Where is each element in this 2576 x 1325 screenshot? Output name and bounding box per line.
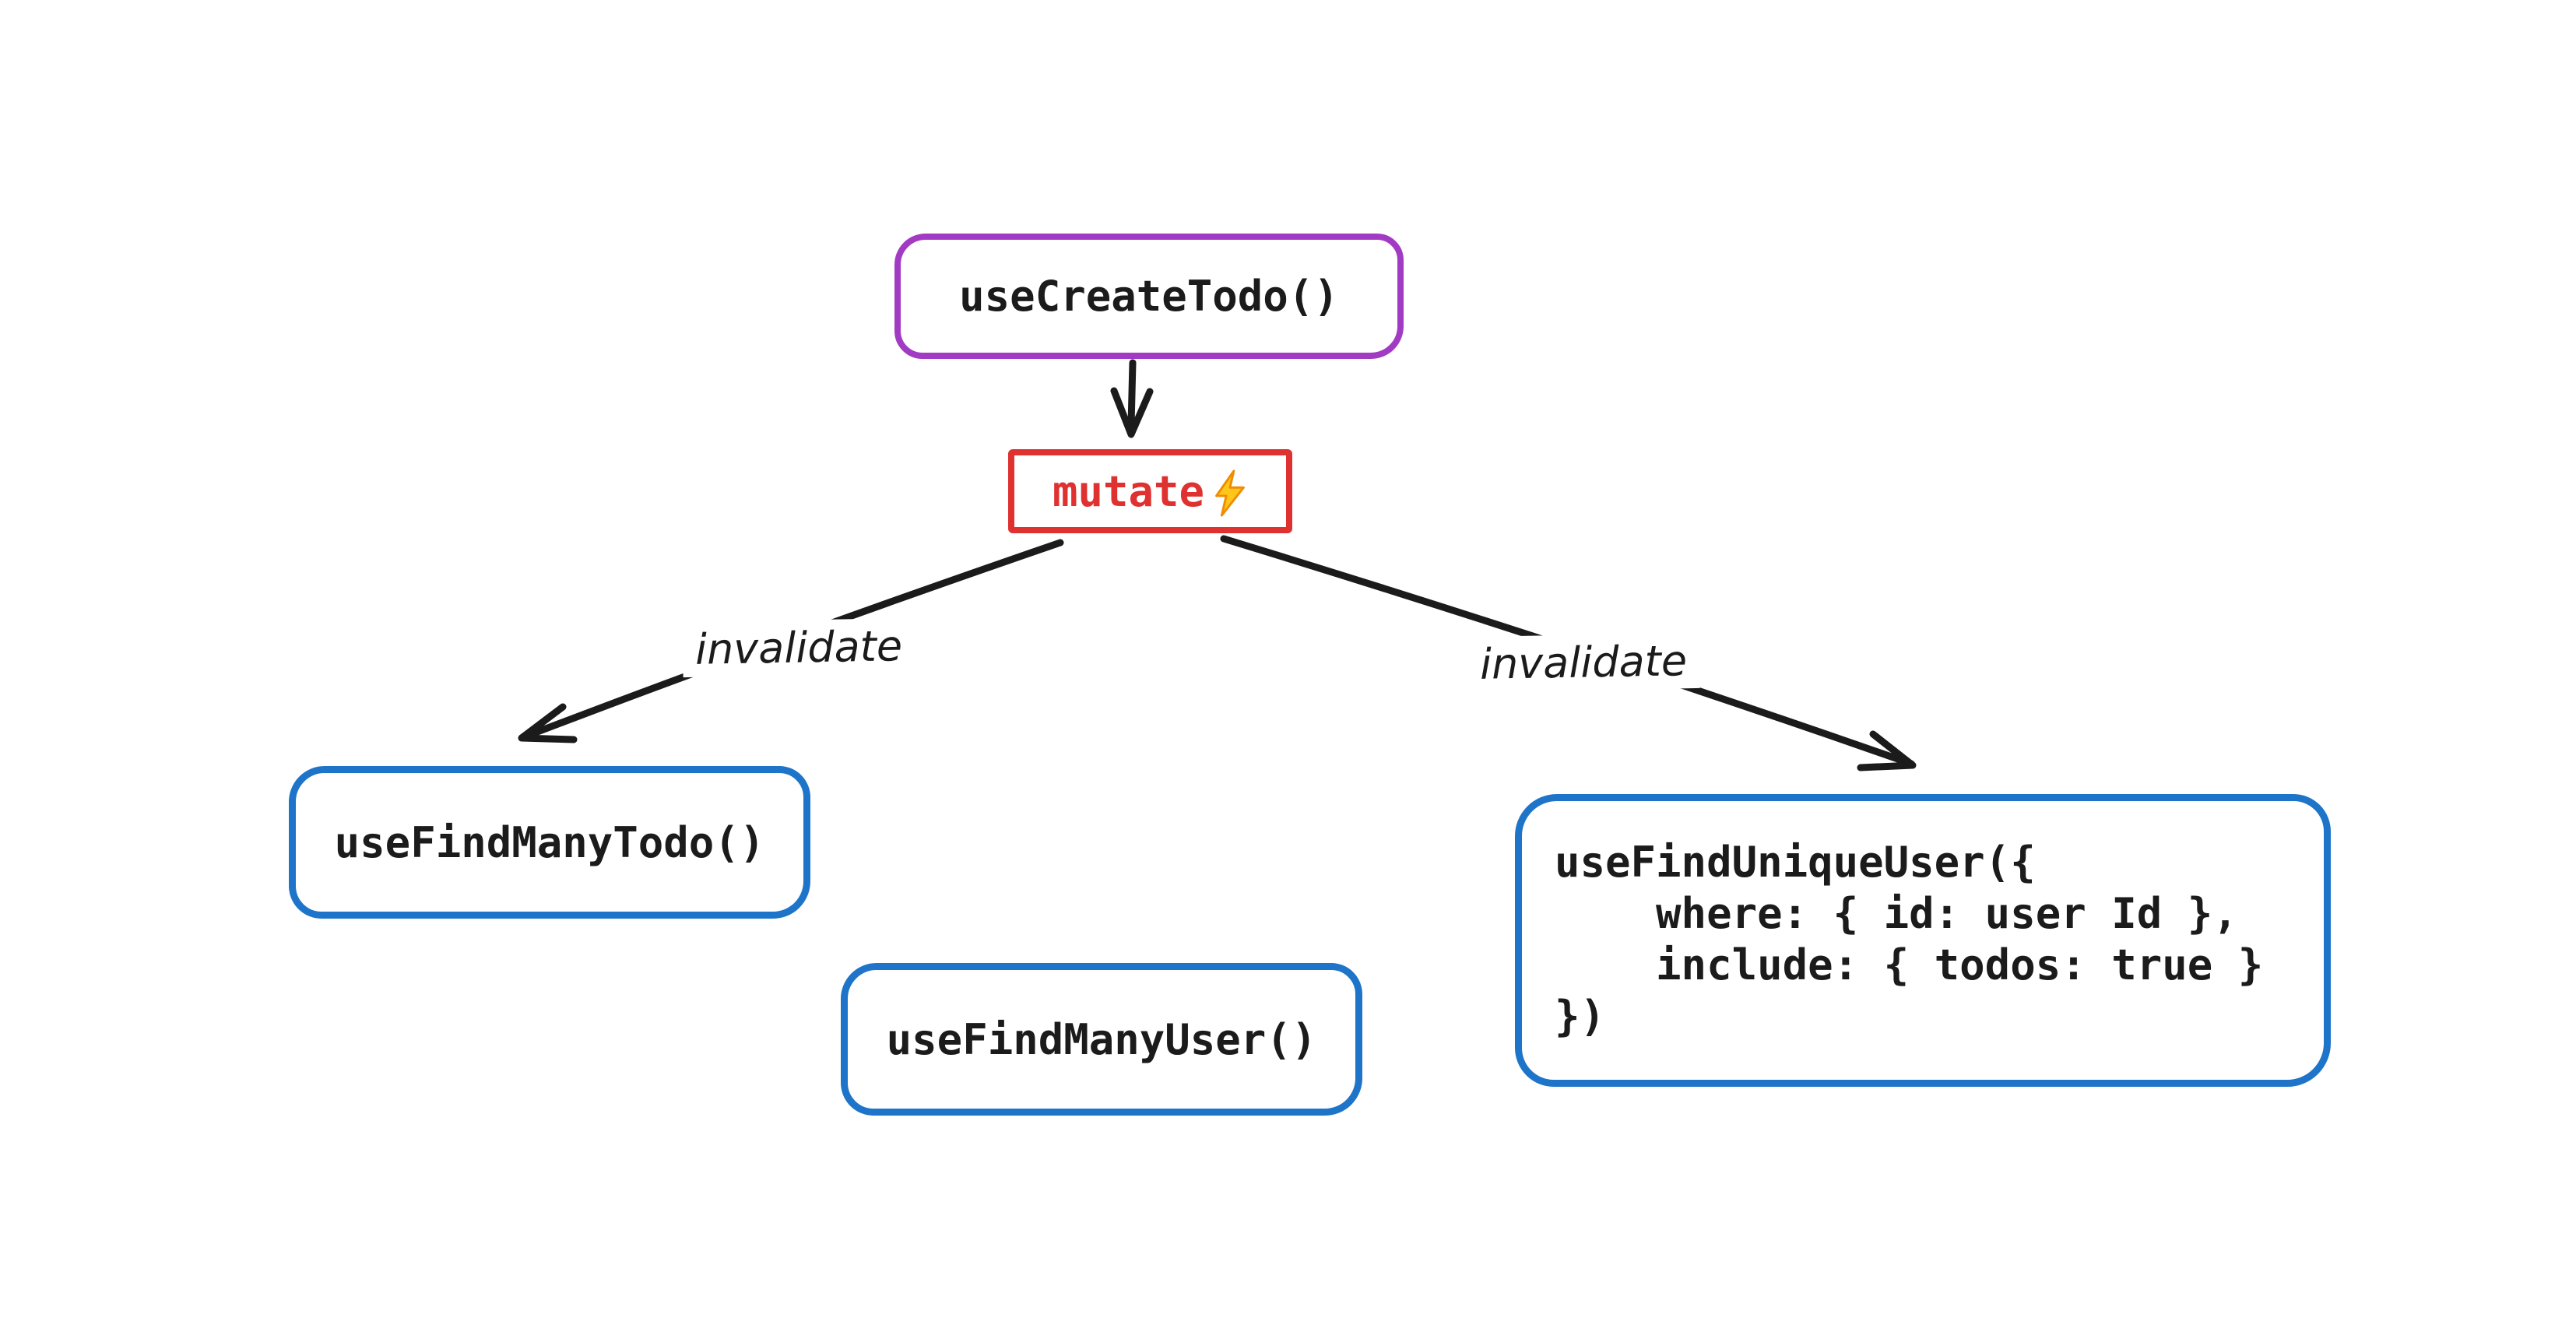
node-mutate: mutate [1008, 449, 1292, 533]
node-label: useFindManyUser() [886, 1014, 1317, 1064]
code-line: }) [1555, 992, 1606, 1041]
lightning-bolt-icon [1215, 469, 1245, 517]
arrowhead-icon [518, 703, 578, 743]
node-use-find-many-user: useFindManyUser() [841, 963, 1362, 1116]
arrowhead-icon [1857, 730, 1917, 771]
code-line: include: { todos: true } [1555, 940, 2264, 989]
code-line: where: { id: user Id }, [1555, 889, 2238, 938]
node-label: useFindManyTodo() [334, 817, 765, 867]
edge-label-invalidate-right: invalidate [1467, 632, 1700, 693]
node-label: useCreateTodo() [959, 272, 1339, 321]
node-label: mutate [1052, 466, 1205, 516]
node-use-create-todo: useCreateTodo() [894, 234, 1404, 359]
code-line: useFindUniqueUser({ [1555, 838, 2036, 887]
arrowhead-icon [1110, 387, 1154, 438]
edge-label-invalidate-left: invalidate [682, 617, 915, 678]
node-use-find-many-todo: useFindManyTodo() [289, 766, 810, 919]
arrow-shaft [1127, 359, 1137, 429]
node-use-find-unique-user: useFindUniqueUser({ where: { id: user Id… [1515, 794, 2331, 1087]
arrow-create-to-mutate [1110, 359, 1154, 438]
